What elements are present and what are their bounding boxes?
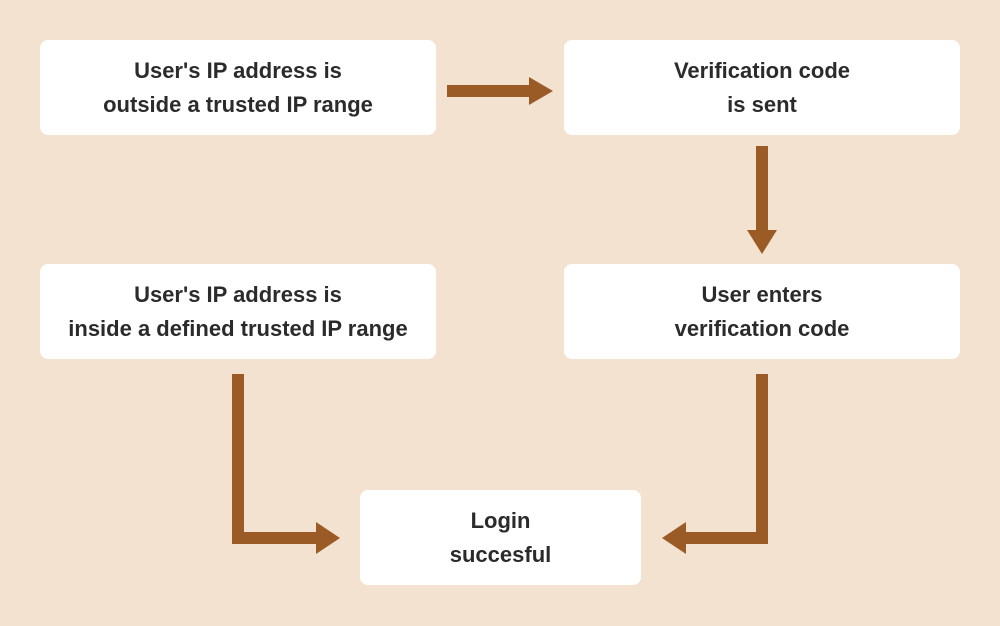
- node-ip-outside-trusted-range: User's IP address is outside a trusted I…: [40, 40, 436, 135]
- node-user-enters-line2: verification code: [674, 315, 850, 341]
- node-login-line2: succesful: [449, 541, 552, 567]
- arrow-inside-to-login: [232, 374, 340, 554]
- node-ip-inside-line2: inside a defined trusted IP range: [68, 315, 408, 341]
- node-login-successful: Login succesful: [360, 490, 641, 585]
- arrow-sent-to-enters: [747, 146, 777, 254]
- node-verification-code-sent: Verification code is sent: [564, 40, 960, 135]
- node-code-sent-line1: Verification code: [673, 57, 851, 83]
- arrow-enters-to-login: [662, 374, 768, 554]
- node-ip-inside-trusted-range: User's IP address is inside a defined tr…: [40, 264, 436, 359]
- node-login-line1: Login: [470, 507, 531, 533]
- node-ip-outside-line1: User's IP address is: [134, 57, 342, 83]
- node-ip-inside-line1: User's IP address is: [134, 281, 342, 307]
- node-user-enters-line1: User enters: [701, 281, 823, 307]
- arrow-outside-to-sent: [447, 77, 553, 105]
- node-user-enters-code: User enters verification code: [564, 264, 960, 359]
- node-code-sent-line2: is sent: [727, 91, 797, 117]
- node-ip-outside-line2: outside a trusted IP range: [103, 91, 373, 117]
